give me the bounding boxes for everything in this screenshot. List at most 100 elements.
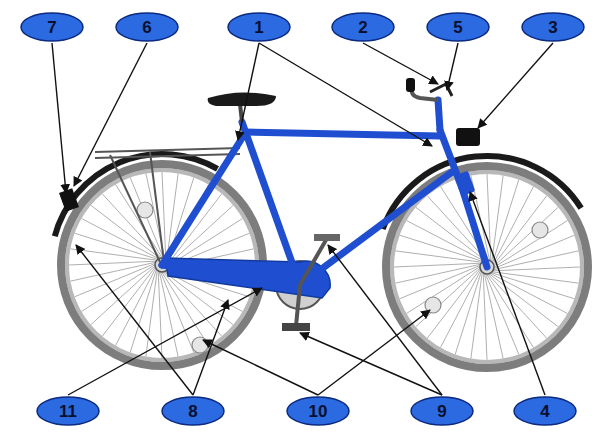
spoke: [394, 263, 482, 267]
rear-reflector: [59, 188, 79, 212]
ellipse-fill: [228, 13, 290, 41]
headlamp: [456, 128, 480, 146]
spoke: [395, 264, 481, 283]
callout-number: 3: [548, 19, 557, 36]
frame: [162, 100, 487, 285]
spoke: [491, 272, 579, 284]
spoke: [486, 273, 534, 348]
callout-ellipse: 2: [331, 12, 395, 42]
frame-tube: [242, 122, 300, 285]
spoke: [493, 207, 558, 267]
leader-line: [447, 43, 458, 90]
callout-ellipse: 11: [36, 396, 100, 426]
ellipse-fill: [522, 13, 584, 41]
spoke: [400, 265, 482, 299]
callout-number: 5: [453, 19, 462, 36]
grip: [406, 78, 415, 92]
pedal: [314, 234, 340, 241]
frame-tube: [162, 265, 300, 285]
spoke-reflector: [532, 222, 548, 238]
spoke: [484, 272, 503, 358]
spoke: [75, 263, 157, 297]
callout-number: 2: [358, 19, 367, 36]
pedal: [282, 323, 310, 331]
leader-line: [259, 43, 432, 146]
callout-ellipse: 10: [286, 396, 350, 426]
spoke: [493, 221, 568, 269]
callout-number: 4: [540, 403, 549, 420]
ellipse-fill: [162, 397, 224, 425]
ellipse-fill: [116, 13, 178, 41]
spoke: [146, 269, 158, 357]
spoke: [493, 235, 575, 269]
spoke: [161, 271, 209, 346]
callout-number: 1: [254, 19, 263, 36]
leader-line: [76, 245, 193, 395]
rim: [392, 172, 582, 362]
leader-lines: [52, 43, 553, 395]
callout-number: 7: [47, 19, 56, 36]
callout-ellipse: 6: [115, 12, 179, 42]
spoke: [483, 272, 487, 360]
callout-number: 6: [142, 19, 151, 36]
saddle: [208, 92, 276, 106]
callout-ellipse: 9: [410, 396, 474, 426]
spoke: [81, 264, 156, 312]
spoke: [492, 175, 504, 263]
rear-mudguard: [55, 154, 218, 236]
ellipse-fill: [411, 397, 473, 425]
spoke: [168, 194, 222, 264]
callout-ellipse: 3: [521, 12, 585, 42]
frame-tube: [438, 100, 440, 130]
spoke: [102, 266, 156, 336]
leader-line: [203, 340, 318, 395]
spoke: [406, 266, 481, 314]
frame-tube: [300, 172, 452, 285]
spoke-reflector: [425, 297, 441, 313]
callout-number: 8: [188, 403, 197, 420]
spoke: [441, 269, 482, 347]
seat-post: [240, 104, 242, 122]
spoke: [471, 271, 483, 359]
crank: [300, 240, 326, 285]
spoke-reflector: [192, 337, 208, 353]
spoke: [91, 265, 156, 325]
spoke: [487, 273, 547, 338]
spoke: [487, 174, 491, 262]
leader-line: [74, 43, 147, 186]
spoke: [70, 262, 156, 281]
spoke: [493, 186, 534, 264]
spoke: [485, 273, 519, 355]
callout-ellipse: 4: [513, 396, 577, 426]
ellipse-fill: [21, 13, 83, 41]
ellipse-fill: [514, 397, 576, 425]
ellipse-fill: [332, 13, 394, 41]
leader-line: [478, 43, 553, 128]
rack-bar: [150, 152, 164, 262]
callout-number: 11: [59, 403, 77, 420]
ellipse-fill: [287, 397, 349, 425]
callout-ellipse: 8: [161, 396, 225, 426]
leader-line: [300, 333, 442, 395]
leader-line: [238, 43, 259, 140]
spoke: [116, 267, 157, 345]
ellipse-fill: [37, 397, 99, 425]
ellipse-fill: [427, 13, 489, 41]
leader-line: [328, 245, 442, 395]
callout-number: 10: [309, 403, 328, 420]
spoke: [395, 251, 483, 263]
leader-line: [68, 288, 262, 395]
leader-line: [470, 192, 545, 395]
spoke: [492, 251, 578, 270]
callout-number: 9: [437, 403, 446, 420]
spoke: [416, 267, 481, 327]
spoke: [69, 261, 157, 265]
dynamo: [457, 171, 476, 196]
rack-bar: [95, 148, 240, 152]
front-mudguard: [383, 156, 581, 229]
leader-line: [52, 43, 66, 193]
callout-ellipse: 1: [227, 12, 291, 42]
leader-line: [193, 300, 228, 395]
